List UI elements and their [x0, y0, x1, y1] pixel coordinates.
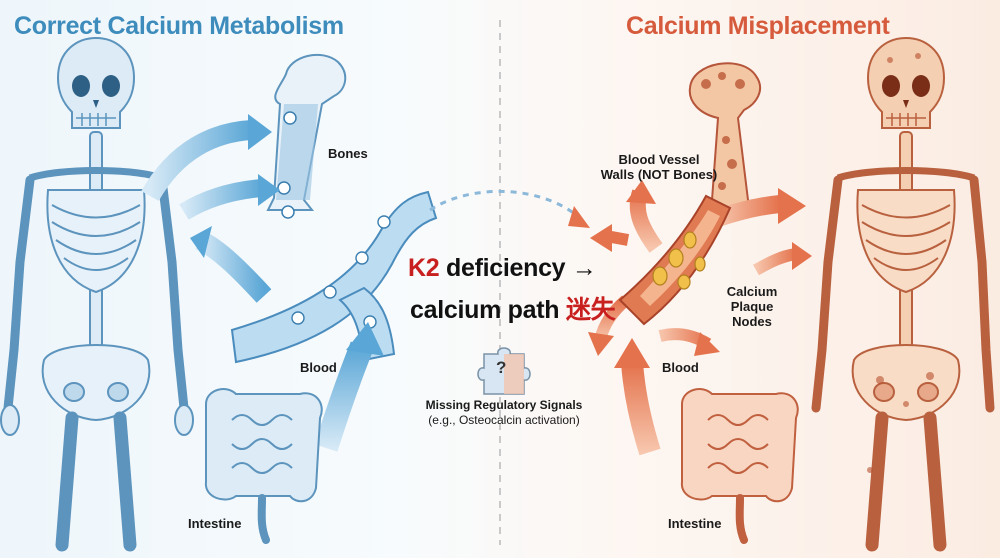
missing-signals-caption: Missing Regulatory Signals (e.g., Osteoc…	[404, 398, 604, 428]
arrow-from-blood	[195, 231, 272, 303]
label-plaque-line2: Plaque	[730, 299, 774, 314]
calcium-path-text: calcium path	[410, 296, 566, 324]
title-correct-metabolism: Correct Calcium Metabolism	[14, 12, 344, 40]
calcium-plaque-nodes	[652, 231, 706, 290]
skeleton-icon	[811, 36, 995, 552]
center-line-1: K2 deficiency →	[408, 254, 597, 283]
label-vessel-walls-line2: Walls (NOT Bones)	[600, 167, 718, 182]
lost-highlight: 迷失	[565, 296, 616, 324]
deficiency-text: deficiency →	[439, 254, 597, 282]
blood-vessel-icon	[230, 190, 438, 364]
signals-example: (e.g., Osteocalcin activation)	[428, 413, 580, 427]
dashed-transition-arc	[429, 190, 581, 220]
label-blood-right: Blood	[662, 360, 699, 375]
blood-vessel-icon	[618, 194, 732, 326]
label-bones: Bones	[328, 146, 368, 161]
arrow-to-bone-mid	[179, 179, 263, 220]
arrow-from-intestine	[314, 341, 374, 452]
center-line-2: calcium path 迷失	[410, 290, 616, 326]
puzzle-question-mark: ?	[496, 358, 507, 377]
label-calcium-plaque: Calcium Plaque Nodes	[722, 284, 782, 329]
label-intestine-left: Intestine	[188, 516, 242, 531]
label-blood-left: Blood	[300, 360, 337, 375]
title-calcium-misplacement: Calcium Misplacement	[626, 12, 890, 40]
puzzle-piece-icon	[477, 347, 531, 395]
arrow-from-intestine-right	[621, 361, 661, 456]
intestine-icon	[204, 388, 323, 544]
signals-title: Missing Regulatory Signals	[425, 398, 583, 412]
intestine-icon	[680, 388, 799, 544]
plus-icon	[283, 111, 297, 125]
label-vessel-walls: Blood Vessel Walls (NOT Bones)	[594, 152, 724, 182]
k2-highlight: K2	[408, 254, 440, 282]
plus-icon	[281, 205, 295, 219]
label-plaque-line3: Nodes	[732, 314, 772, 329]
femur-icon	[688, 62, 763, 215]
label-intestine-right: Intestine	[668, 516, 722, 531]
label-vessel-walls-line1: Blood Vessel	[618, 152, 700, 167]
label-plaque-line1: Calcium	[726, 284, 778, 299]
plus-icon	[277, 181, 291, 195]
arrow-to-bone-top	[141, 120, 253, 202]
skeleton-icon	[0, 36, 194, 552]
femur-icon	[266, 53, 347, 219]
